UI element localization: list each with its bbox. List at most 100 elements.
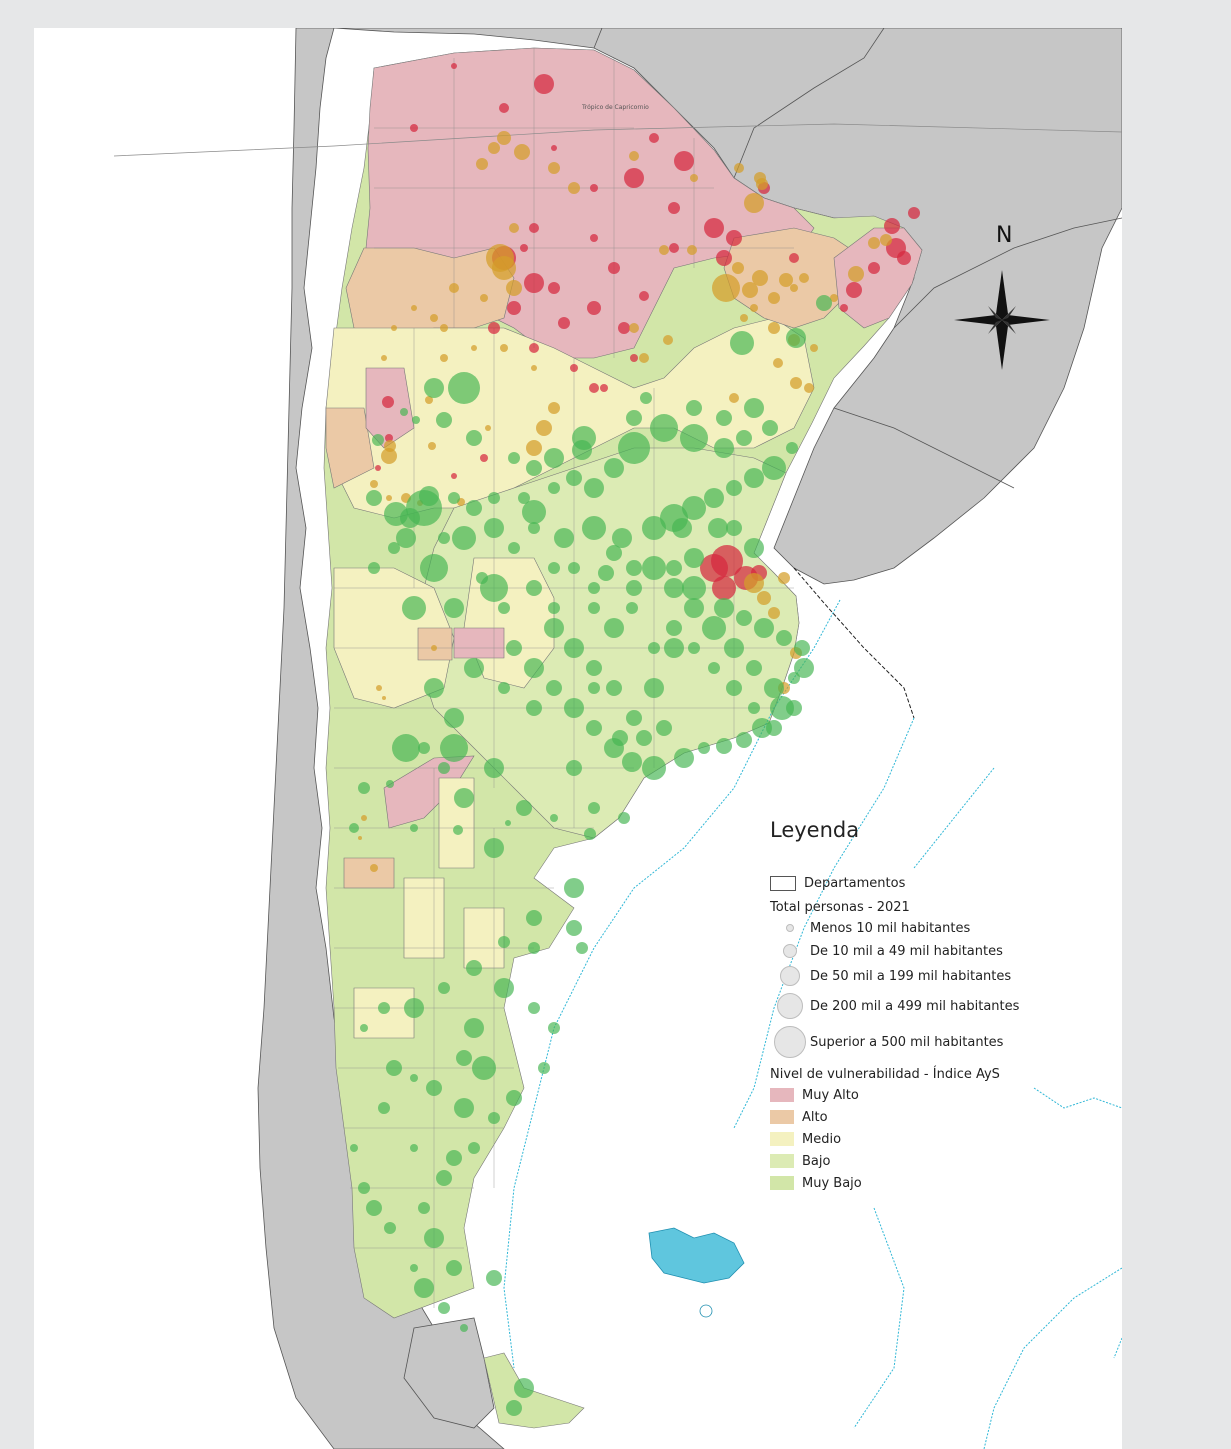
population-bubble <box>551 145 557 151</box>
population-bubble <box>768 607 780 619</box>
population-bubble <box>480 454 488 462</box>
population-bubble <box>516 800 532 816</box>
population-bubble <box>584 478 604 498</box>
population-bubble <box>786 328 806 348</box>
population-bubble <box>528 942 540 954</box>
population-bubble <box>368 562 380 574</box>
population-bubble <box>711 545 743 577</box>
vulnerability-class-label: Medio <box>802 1131 842 1147</box>
population-bubble <box>768 322 780 334</box>
population-bubble <box>431 645 437 651</box>
population-bubble <box>418 742 430 754</box>
population-bubble <box>588 602 600 614</box>
population-bubble <box>498 682 510 694</box>
population-bubble <box>674 748 694 768</box>
population-bubble <box>642 756 666 780</box>
population-bubble <box>448 372 480 404</box>
population-bubble <box>794 658 814 678</box>
population-bubble <box>446 1150 462 1166</box>
population-bubble <box>548 482 560 494</box>
population-bubble <box>608 262 620 274</box>
population-bubble <box>412 416 420 424</box>
population-bubble <box>488 322 500 334</box>
population-bubble <box>526 460 542 476</box>
population-bubble <box>708 662 720 674</box>
population-bubble <box>576 942 588 954</box>
population-bubble <box>770 696 794 720</box>
north-east-neighbours <box>333 28 1122 585</box>
region-patagonia-medio-2 <box>403 877 445 959</box>
population-bubble <box>538 1062 550 1074</box>
population-bubble <box>424 678 444 698</box>
population-bubble <box>370 480 378 488</box>
population-bubble <box>687 245 697 255</box>
population-bubble <box>526 580 542 596</box>
population-bubble <box>884 218 900 234</box>
population-bubble <box>682 576 706 600</box>
population-bubble <box>544 448 564 468</box>
population-bubble <box>488 1112 500 1124</box>
population-bubble <box>752 270 768 286</box>
north-arrow-icon <box>954 270 1050 370</box>
population-bubble <box>708 518 728 538</box>
population-bubble <box>868 237 880 249</box>
population-bubble <box>381 448 397 464</box>
population-bubble <box>650 414 678 442</box>
region-cuyo-muy-alto <box>365 367 415 449</box>
population-bubble <box>444 708 464 728</box>
population-bubble <box>716 738 732 754</box>
population-bubble <box>664 638 684 658</box>
population-bubble <box>476 572 488 584</box>
map-canvas[interactable] <box>34 28 1122 1449</box>
population-bubble <box>410 1264 418 1272</box>
population-bubble <box>438 982 450 994</box>
vulnerability-class-label: Muy Bajo <box>802 1175 862 1191</box>
population-circle-icon <box>783 944 797 958</box>
population-class-label: Menos 10 mil habitantes <box>810 920 971 936</box>
population-bubble <box>509 223 519 233</box>
population-bubble <box>672 518 692 538</box>
population-bubble <box>460 1324 468 1332</box>
region-orange-small-1 <box>417 627 453 661</box>
population-bubble <box>382 396 394 408</box>
population-bubble <box>466 500 482 516</box>
population-bubble <box>714 598 734 618</box>
population-bubble <box>778 572 790 584</box>
population-bubble <box>484 838 504 858</box>
population-bubble <box>440 324 448 332</box>
population-bubble <box>506 1090 522 1106</box>
population-bubble <box>726 230 742 246</box>
population-bubble <box>358 1182 370 1194</box>
population-bubble <box>536 420 552 436</box>
population-class-2: De 10 mil a 49 mil habitantes <box>770 939 1070 963</box>
population-bubble <box>746 660 762 676</box>
population-class-1: Menos 10 mil habitantes <box>770 917 1070 939</box>
population-bubble <box>816 295 832 311</box>
population-bubble <box>830 294 838 302</box>
population-bubble <box>588 802 600 814</box>
population-bubble <box>451 63 457 69</box>
population-bubble <box>366 490 382 506</box>
population-bubble <box>492 256 516 280</box>
population-bubble <box>524 658 544 678</box>
population-bubble <box>598 565 614 581</box>
population-bubble <box>438 532 450 544</box>
population-bubble <box>624 168 644 188</box>
population-bubble <box>410 1144 418 1152</box>
population-bubble <box>548 282 560 294</box>
population-bubble <box>740 314 748 322</box>
population-bubble <box>410 1074 418 1082</box>
population-bubble <box>698 742 710 754</box>
population-bubble <box>500 344 508 352</box>
population-bubble <box>629 323 639 333</box>
population-bubble <box>626 560 642 576</box>
population-bubble <box>726 680 742 696</box>
population-bubble <box>566 760 582 776</box>
population-bubble <box>472 1056 496 1080</box>
population-circle-slot <box>770 993 810 1019</box>
population-bubble <box>524 273 544 293</box>
population-bubble <box>386 495 392 501</box>
population-bubble <box>716 410 732 426</box>
neighbour-countries <box>257 28 1122 1449</box>
population-bubble <box>419 486 439 506</box>
